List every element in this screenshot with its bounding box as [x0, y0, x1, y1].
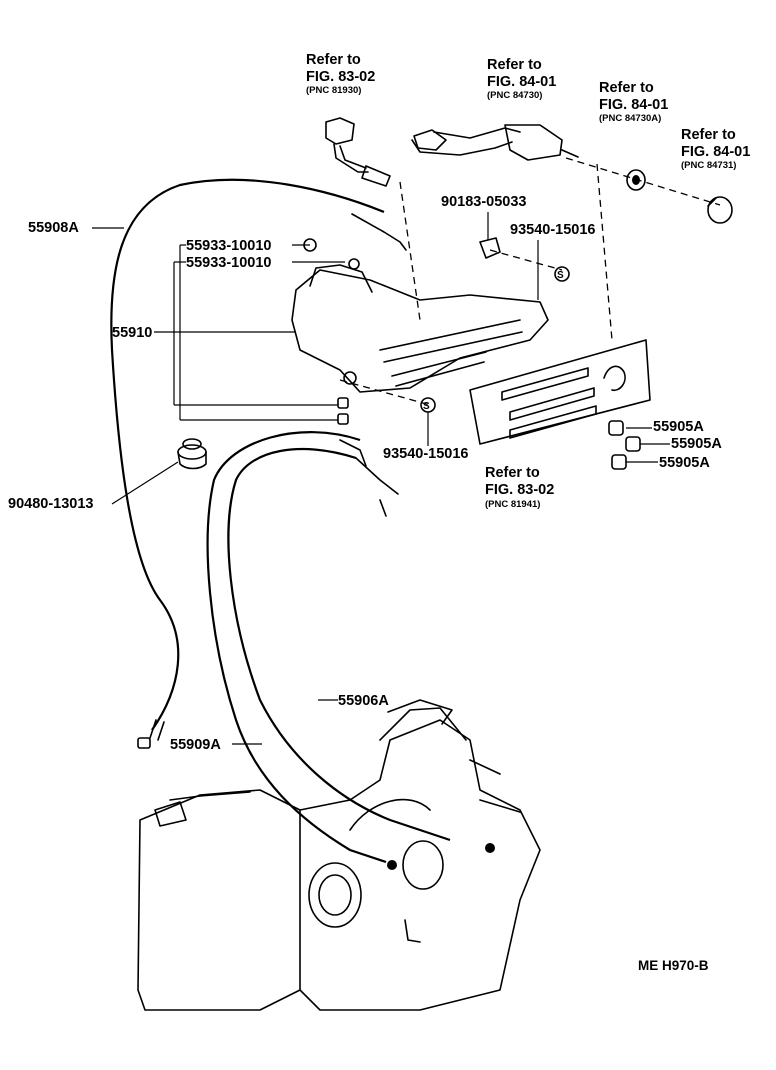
part-label-55933-a: 55933-10010: [186, 238, 271, 254]
part-label-90480: 90480-13013: [8, 496, 93, 512]
knob-84730a: [626, 169, 646, 191]
screw-93540-b: S: [420, 397, 436, 413]
svg-text:(PNC 84730A): (PNC 84730A): [599, 113, 661, 124]
svg-text:Refer to: Refer to: [306, 52, 361, 68]
ref-84-01-b-label: Refer to FIG. 84-01 (PNC 84730A): [599, 80, 668, 124]
ref-84-01-a-label: Refer to FIG. 84-01 (PNC 84730): [487, 57, 556, 101]
part-label-55906a: 55906A: [338, 693, 389, 709]
svg-text:FIG. 83-02: FIG. 83-02: [306, 69, 375, 85]
part-label-55908a: 55908A: [28, 220, 79, 236]
ref-83-02-bottom-label: Refer to FIG. 83-02 (PNC 81941): [485, 465, 554, 510]
cable-55909a: [206, 431, 387, 864]
part-label-55910: 55910: [112, 325, 152, 341]
svg-text:(PNC 84731): (PNC 84731): [681, 160, 736, 171]
svg-text:Refer to: Refer to: [485, 465, 540, 481]
part-label-90183: 90183-05033: [441, 194, 526, 210]
cable-55906a: [227, 447, 451, 842]
svg-text:FIG. 83-02: FIG. 83-02: [485, 482, 554, 498]
cable-55908a: [110, 178, 407, 749]
clip-90183: [479, 237, 501, 259]
svg-text:(PNC 81941): (PNC 81941): [485, 499, 540, 510]
part-label-55905a-2: 55905A: [671, 436, 722, 452]
svg-text:Refer to: Refer to: [599, 80, 654, 96]
svg-text:FIG. 84-01: FIG. 84-01: [599, 97, 668, 113]
part-label-55933-b: 55933-10010: [186, 255, 271, 271]
svg-text:(PNC 81930): (PNC 81930): [306, 85, 361, 96]
part-label-55909a: 55909A: [170, 737, 221, 753]
part-label-55905a-3: 55905A: [659, 455, 710, 471]
part-label-93540-a: 93540-15016: [510, 222, 595, 238]
ref-84-01-c-label: Refer to FIG. 84-01 (PNC 84731): [681, 127, 750, 171]
heater-unit: [137, 699, 541, 1011]
svg-text:Refer to: Refer to: [681, 127, 736, 143]
knob-84731: [707, 196, 733, 224]
part-label-55905a-1: 55905A: [653, 419, 704, 435]
blower-switch-harness: [325, 117, 579, 187]
svg-text:FIG. 84-01: FIG. 84-01: [487, 74, 556, 90]
control-face-plate: [469, 339, 651, 445]
alignment-lines: [339, 157, 721, 406]
svg-text:Refer to: Refer to: [487, 57, 542, 73]
svg-text:S: S: [557, 270, 564, 281]
knob-caps-55905a: [608, 420, 641, 470]
grommet-90480: [177, 438, 207, 470]
heater-control-assembly-55910: [291, 238, 549, 425]
diagram-code: ME H970-B: [638, 958, 709, 973]
svg-text:FIG. 84-01: FIG. 84-01: [681, 144, 750, 160]
leader-lines: [92, 212, 670, 745]
svg-text:S: S: [423, 401, 430, 412]
svg-text:(PNC 84730): (PNC 84730): [487, 90, 542, 101]
screw-93540-a: S: [554, 266, 570, 282]
ref-83-02-top-label: Refer to FIG. 83-02 (PNC 81930): [306, 52, 375, 96]
part-label-93540-b: 93540-15016: [383, 446, 468, 462]
